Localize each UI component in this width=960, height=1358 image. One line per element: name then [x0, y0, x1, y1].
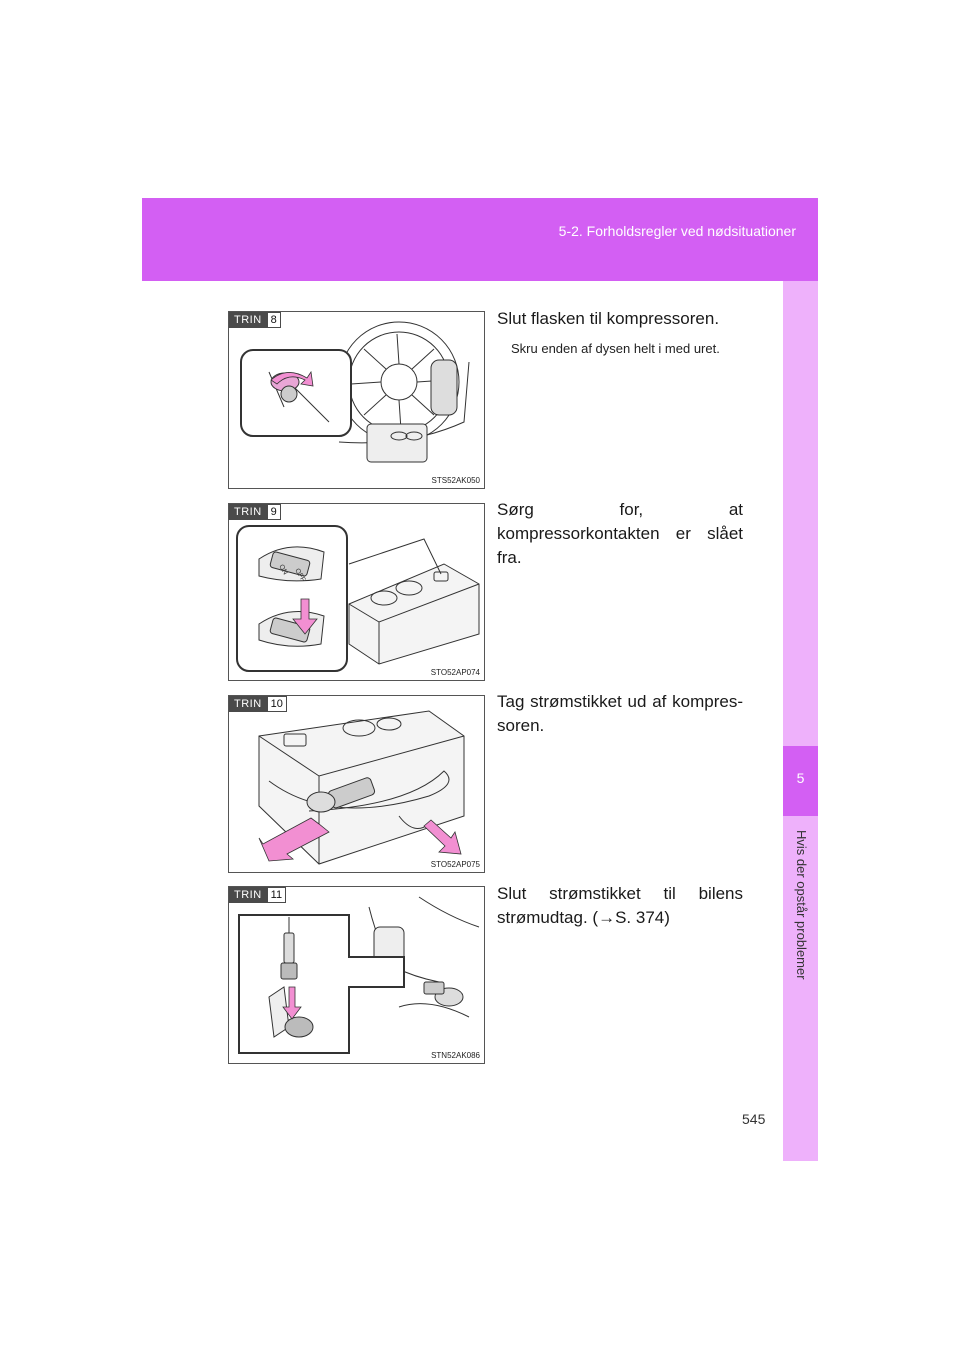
section-header-band: 5-2. Forholdsregler ved nødsituationer — [142, 198, 818, 281]
insert-arrow-icon — [282, 986, 302, 1020]
chapter-number: 5 — [796, 770, 805, 786]
chapter-label: Hvis der opstår problemer — [793, 830, 809, 980]
step-8-subinstruction: Skru enden af dysen helt i med uret. — [511, 341, 720, 356]
down-arrow-icon — [292, 598, 318, 635]
step-11-figure: TRIN 11 STN52AK086 — [228, 886, 485, 1064]
unplug-arrow-right-icon — [423, 819, 462, 855]
step-badge: TRIN 11 — [229, 887, 287, 903]
step-badge-number: 11 — [266, 887, 287, 903]
step-8-figure: TRIN 8 STS52AK050 — [228, 311, 485, 489]
step-9-instruction: Sørg for, at kompressorkontakten er slåe… — [497, 500, 743, 567]
step-badge-word: TRIN — [229, 312, 267, 328]
step-badge: TRIN 9 — [229, 504, 281, 520]
step-9-figure: ON OFF TRIN 9 STO52AP074 — [228, 503, 485, 681]
step-badge-word: TRIN — [229, 696, 267, 712]
compressor-switch-illustration: ON OFF — [236, 525, 480, 672]
unplug-arrow-left-icon — [258, 817, 330, 862]
step-badge-word: TRIN — [229, 504, 267, 520]
chapter-tab[interactable]: 5 — [783, 746, 818, 816]
switch-on-label-top: ON — [277, 564, 288, 577]
step-badge: TRIN 8 — [229, 312, 281, 328]
step-10-instruction: Tag strømstikket ud af kompres-soren. — [497, 692, 743, 735]
figure-code: STS52AK050 — [431, 476, 480, 485]
step-badge-word: TRIN — [229, 887, 267, 903]
step-8-instruction: Slut flasken til kompressoren. — [497, 309, 720, 328]
step-badge-number: 9 — [266, 504, 281, 520]
step-11-instruction: Slut strømstikket til bilens strømudtag.… — [497, 884, 743, 927]
chapter-label-container: Hvis der opstår problemer — [783, 830, 818, 990]
power-outlet-illustration — [238, 896, 480, 1054]
step-badge-number: 8 — [266, 312, 281, 328]
section-title: 5-2. Forholdsregler ved nødsituationer — [558, 223, 796, 239]
compressor-unplug-illustration — [258, 710, 465, 865]
figure-code: STO52AP074 — [430, 668, 480, 677]
step-badge: TRIN 10 — [229, 696, 287, 712]
page-number: 545 — [742, 1111, 766, 1127]
step-badge-number: 10 — [266, 696, 287, 712]
chapter-side-strip — [783, 281, 818, 1161]
step-10-figure: TRIN 10 STO52AP075 — [228, 695, 485, 873]
tire-compressor-bottle-illustration — [240, 321, 470, 463]
figure-code: STN52AK086 — [431, 1051, 480, 1060]
figure-code: STO52AP075 — [430, 860, 480, 869]
